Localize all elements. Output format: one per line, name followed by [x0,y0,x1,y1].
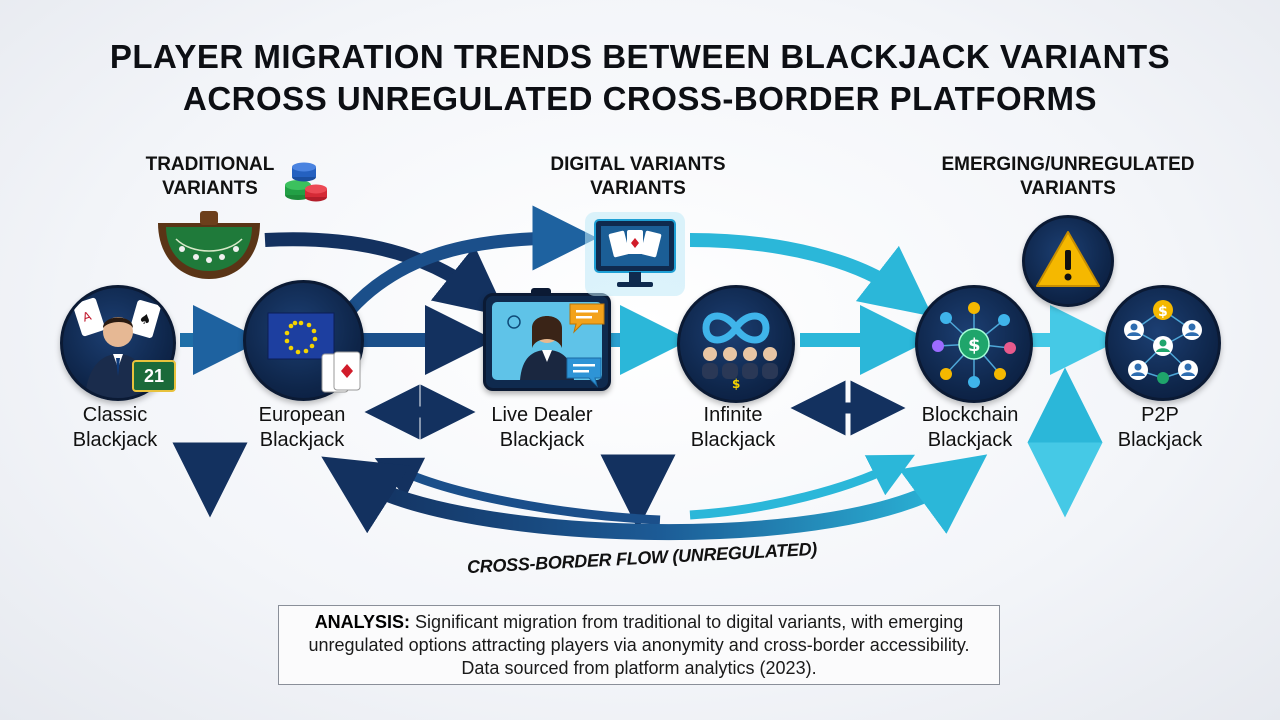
label-live-dealer-blackjack: Live Dealer Blackjack [491,404,593,451]
svg-text:$: $ [732,377,740,391]
arrow-digital-to-blockchain [689,233,933,317]
infinite-blackjack-node: $ [677,285,795,403]
chat-bubble-icon [569,303,605,334]
blackjack-table-icon [158,211,260,279]
warning-icon [1036,231,1100,287]
title-line-1: PLAYER MIGRATION TRENDS BETWEEN BLACKJAC… [109,38,1171,75]
monitor-cards-icon [585,212,685,296]
infinity-players-icon: $ [702,312,778,391]
label-classic-blackjack: Classic Blackjack [72,404,158,451]
category-emerging: EMERGING/UNREGULATED VARIANTS [941,154,1195,199]
blockchain-network-icon: $ [932,302,1016,388]
analysis-box: ANALYSIS: Significant migration from tra… [278,605,1000,685]
webcam-icon [531,288,551,296]
badge-21: 21 [132,360,176,392]
arrow-cross-border-flow [321,454,988,540]
chat-bubble-icon [566,357,602,388]
category-traditional: TRADITIONAL VARIANTS [145,154,275,199]
arrow-traditional-to-live-dealer [264,232,508,317]
p2p-network-icon: $ [1124,300,1202,384]
svg-text:♠: ♠ [137,311,153,330]
title-line-2: ACROSS UNREGULATED CROSS-BORDER PLATFORM… [183,80,1097,117]
analysis-text: Significant migration from traditional t… [308,612,970,678]
warning-node [1022,215,1114,307]
arrow-european-to-digital [345,205,598,315]
label-infinite-blackjack: Infinite Blackjack [690,404,776,451]
analysis-lead: ANALYSIS: [314,612,411,632]
blockchain-blackjack-node: $ [915,285,1033,403]
chip-stack-icon [285,162,327,202]
page-title: PLAYER MIGRATION TRENDS BETWEEN BLACKJAC… [0,36,1280,120]
p2p-blackjack-node: $ [1105,285,1221,401]
svg-text:$: $ [1158,304,1168,320]
label-european-blackjack: European Blackjack [258,404,346,451]
label-blockchain-blackjack: Blockchain Blackjack [921,404,1019,451]
category-digital: DIGITAL VARIANTS VARIANTS [550,154,726,199]
eu-flag-icon [267,312,335,360]
svg-text:$: $ [968,335,981,356]
label-p2p-blackjack: P2P Blackjack [1117,404,1203,451]
playing-cards-icon [321,351,361,393]
